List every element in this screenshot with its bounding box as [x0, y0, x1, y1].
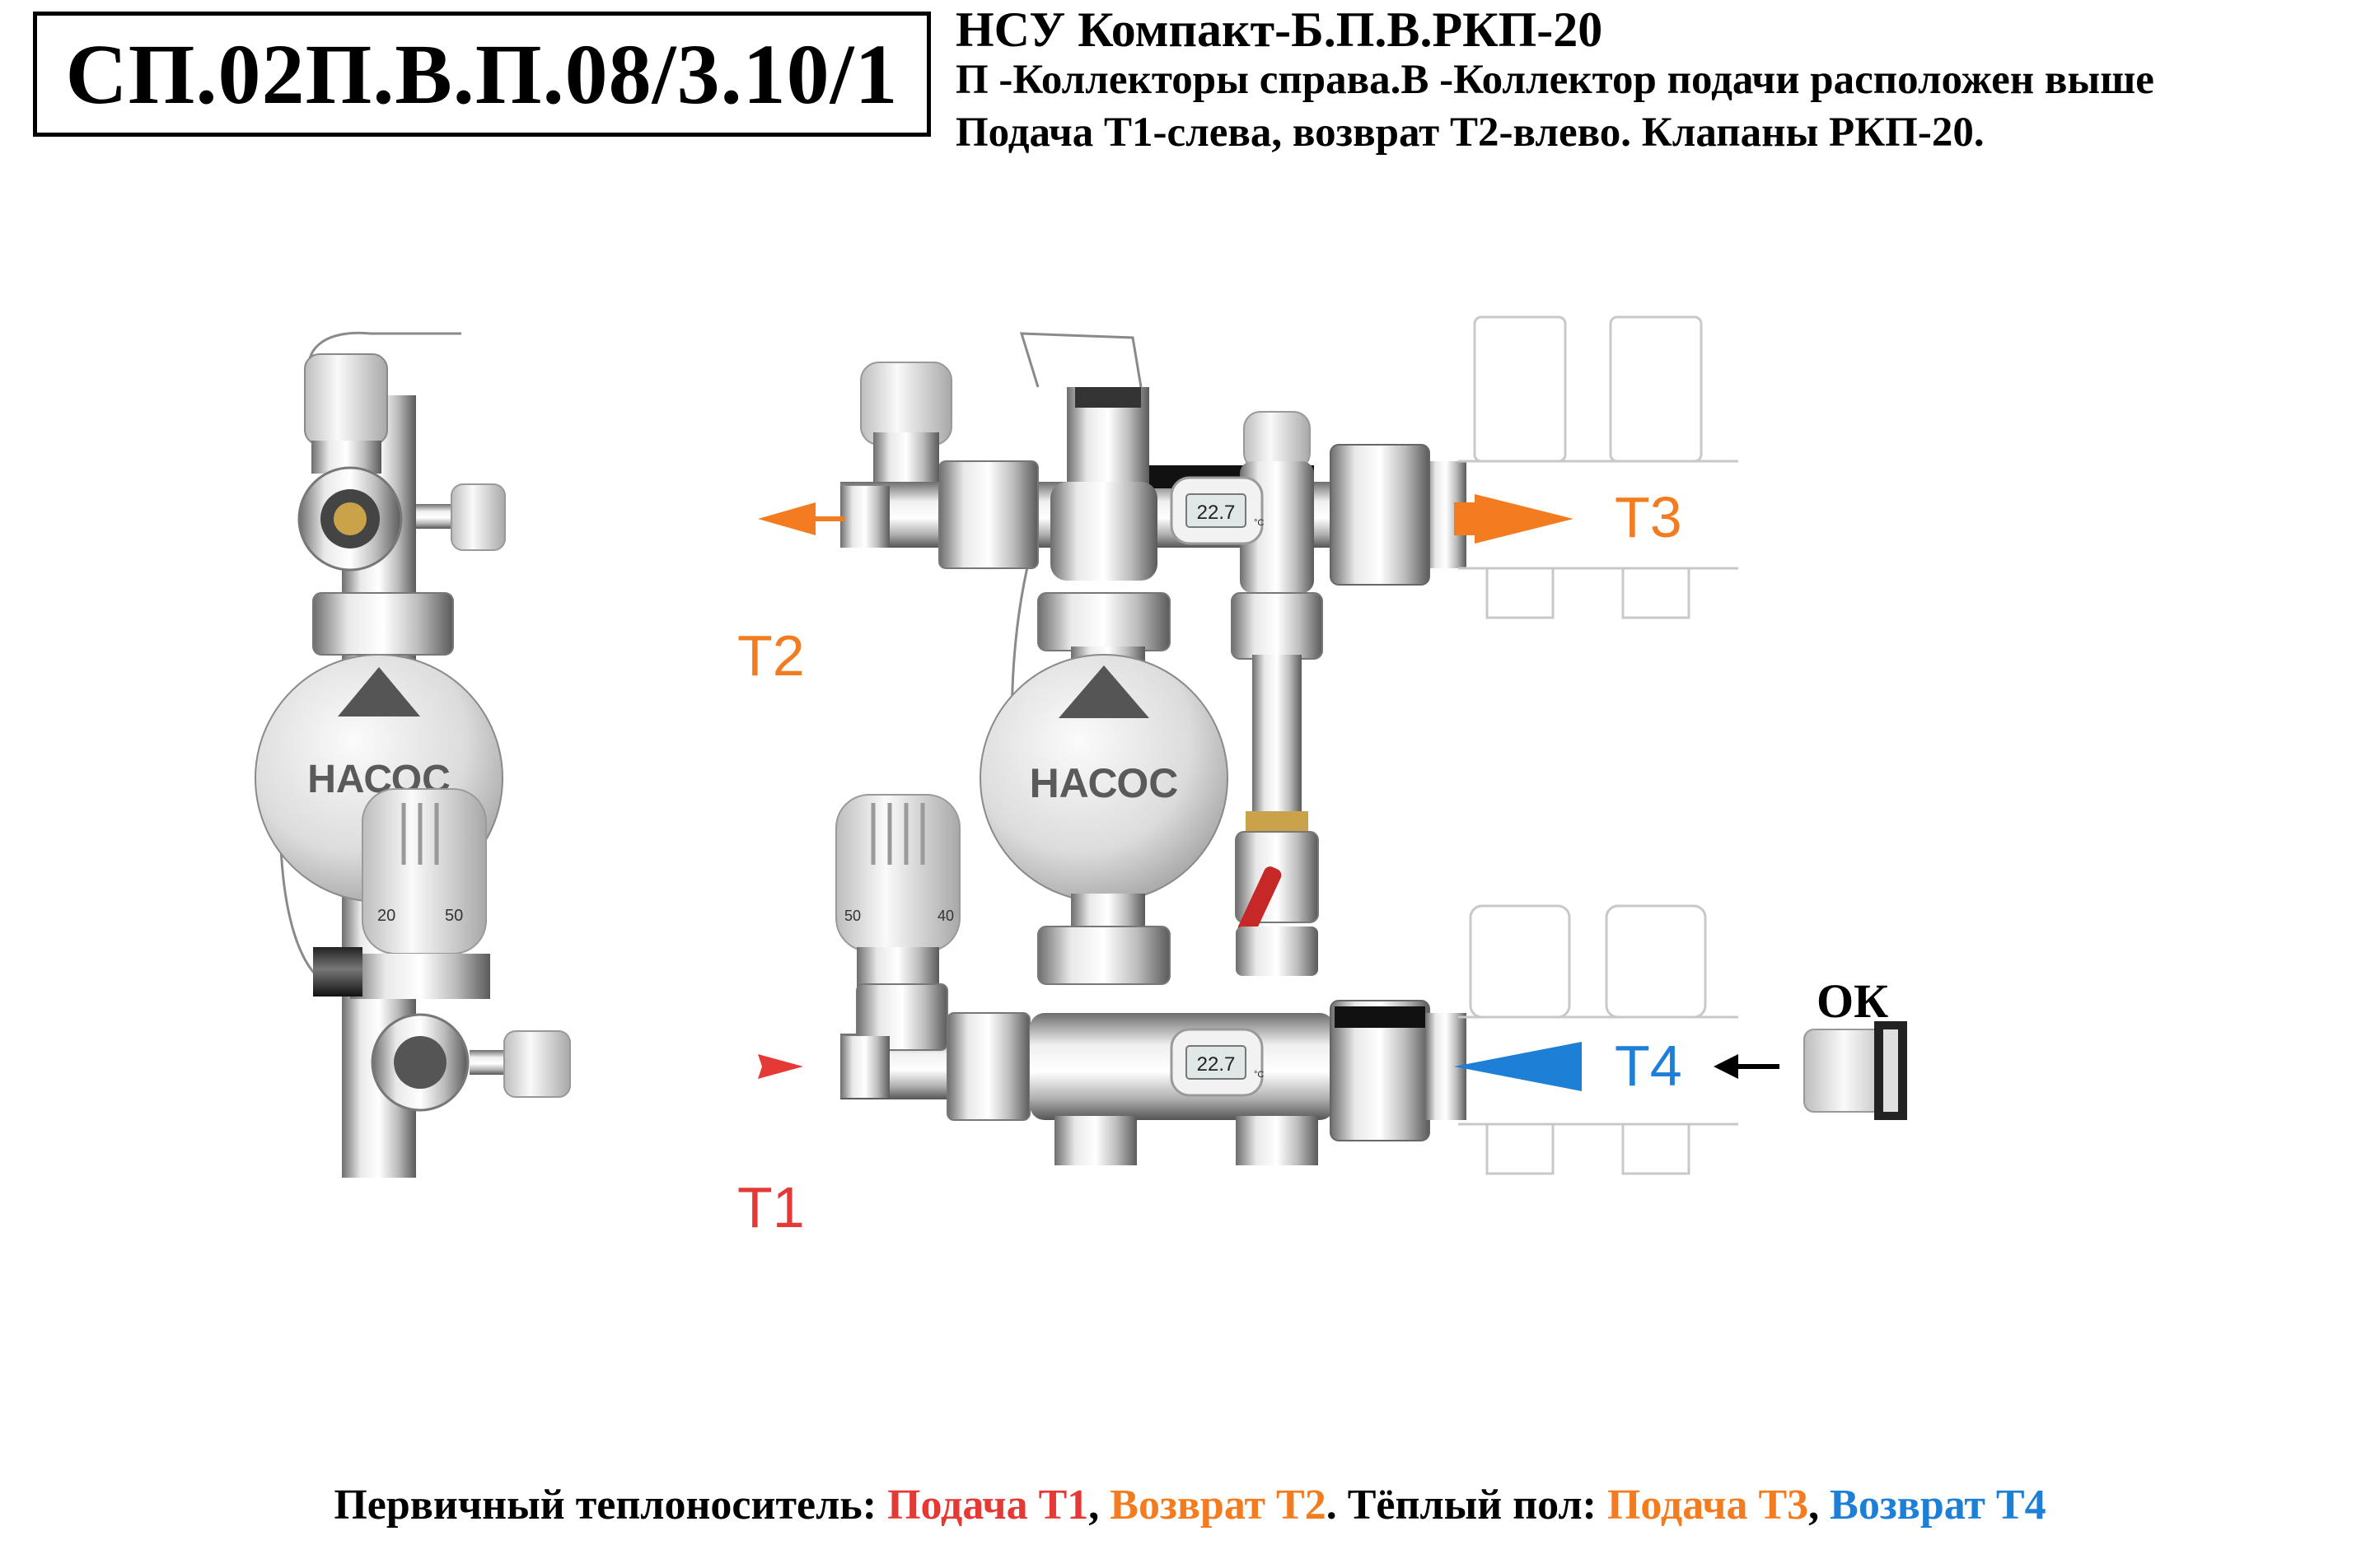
label-t1: T1 [737, 1175, 805, 1239]
legend-t1: Подача Т1 [887, 1482, 1089, 1529]
pump-bottom-nut [1037, 926, 1171, 985]
legend-prefix: Первичный теплоноситель: [334, 1482, 888, 1529]
side-scale-20: 20 [377, 907, 395, 925]
side-bottom-port-opening [394, 1036, 447, 1089]
scheme-code-box: СП.02П.В.П.08/3.10/1 [33, 12, 931, 137]
legend-t4: Возврат Т4 [1830, 1482, 2046, 1529]
bottom-left-union [947, 1012, 1031, 1121]
side-lower-nut [313, 947, 362, 997]
ball-valve-lower [1236, 927, 1318, 976]
header-line-2: П -Коллекторы справа.В -Коллектор подачи… [956, 57, 2154, 103]
thermometer-bottom-value: 22.7 [1197, 1053, 1236, 1076]
thermometer-bottom-unit: °C [1254, 1070, 1264, 1080]
air-vent-cap [1243, 411, 1311, 470]
front-pump-label: НАСОС [1030, 760, 1179, 806]
bottom-pump-outlet [1054, 1116, 1137, 1165]
label-t4: T4 [1615, 1034, 1682, 1098]
header-title: НСУ Компакт-Б.П.В.РКП-20 [956, 2, 1603, 57]
side-top-port-brass [334, 502, 367, 535]
label-t3: T3 [1615, 485, 1682, 549]
legend-t2: Возврат Т2 [1110, 1482, 1326, 1529]
legend-footer: Первичный теплоноситель: Подача Т1, Возв… [0, 1481, 2380, 1529]
thermometer-top-display [1185, 493, 1246, 528]
bottom-thermo-stem [857, 947, 939, 988]
t2-return-arrow-icon [758, 502, 816, 535]
front-view: НАСОС 22.7 °C 50 40 [835, 332, 1466, 1165]
front-scale-50: 50 [844, 908, 861, 924]
label-ok: ОК [1817, 974, 1888, 1028]
side-top-valve-cap [304, 353, 388, 446]
side-top-stub [416, 504, 457, 529]
scheme-code: СП.02П.В.П.08/3.10/1 [65, 26, 899, 122]
front-pump-arrow-icon [1059, 665, 1149, 718]
legend-sep-1: , [1088, 1482, 1111, 1529]
side-pump-arrow-icon [338, 667, 420, 716]
top-left-thread [840, 486, 890, 548]
thermometer-top-value: 22.7 [1197, 502, 1236, 524]
ok-arrow-icon [1714, 1054, 1738, 1079]
t1-supply-arrow-icon [758, 1054, 803, 1079]
end-cap [1803, 1021, 1907, 1120]
side-bottom-plug [503, 1030, 571, 1098]
legend-mid: . Тёплый пол: [1326, 1482, 1607, 1529]
bottom-dark-band [1335, 1006, 1425, 1028]
side-union-nut [312, 592, 454, 656]
side-top-plug [451, 483, 506, 551]
side-scale-50: 50 [445, 907, 463, 925]
front-scale-40: 40 [938, 908, 954, 924]
legend-t3: Подача Т3 [1606, 1482, 1809, 1529]
legend-sep-2: , [1808, 1482, 1831, 1529]
thermometer-bottom-display [1185, 1045, 1246, 1080]
t4-return-arrow-icon [1454, 1042, 1582, 1091]
end-cap-ring [1883, 1029, 1898, 1112]
side-view: НАСОС 20 50 [255, 331, 571, 1178]
t3-supply-arrow-icon [1454, 494, 1573, 544]
side-thermo-head [362, 788, 487, 955]
top-left-union [938, 460, 1039, 569]
bottom-left-thread [840, 1036, 890, 1098]
pump-bottom-neck [1071, 894, 1145, 931]
bypass-top-nut [1231, 592, 1323, 660]
label-t2: T2 [737, 623, 805, 688]
ball-valve-handle [1237, 866, 1282, 937]
front-capillary [1019, 332, 1143, 388]
pump-column-cap [1075, 387, 1141, 408]
pump-top-nut [1037, 592, 1171, 651]
side-thermo-base [350, 954, 490, 999]
top-valve-stem [873, 432, 939, 482]
top-right-union [1330, 444, 1430, 586]
floor-manifold-outline [1458, 315, 1738, 1175]
bypass-pipe [1252, 655, 1302, 819]
bottom-bypass-outlet [1236, 1116, 1318, 1165]
header-line-3: Подача Т1-слева, возврат Т2-влево. Клапа… [956, 110, 1985, 156]
bottom-thermo-head [835, 794, 961, 952]
thermometer-top-unit: °C [1254, 518, 1264, 528]
pump-column-tee [1050, 482, 1157, 581]
